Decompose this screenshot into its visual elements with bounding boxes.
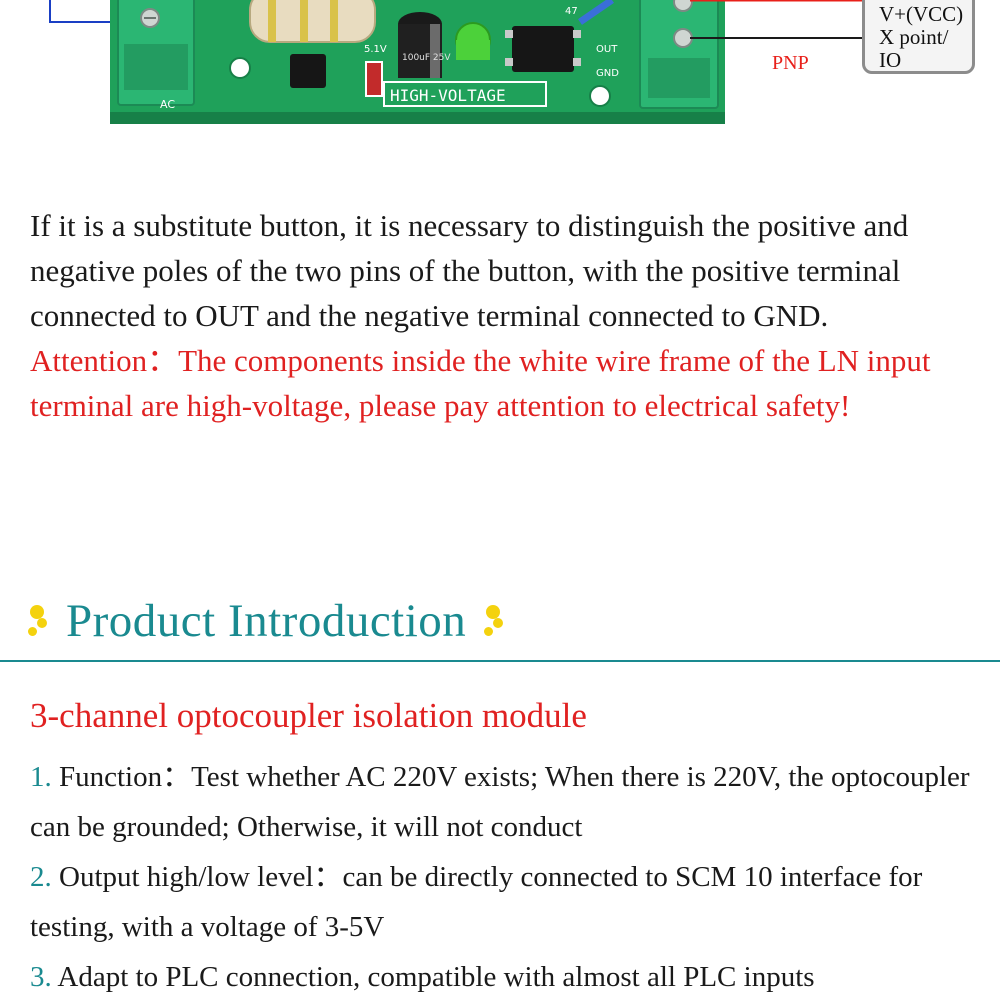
- section-title: Product Introduction: [66, 595, 467, 647]
- svg-text:OUT: OUT: [596, 44, 618, 55]
- io-callout-box: V+(VCC) X point/ IO: [862, 0, 975, 74]
- silkscreen-label: HIGH-VOLTAGE: [390, 86, 506, 105]
- item-number: 1.: [30, 761, 52, 793]
- svg-text:47: 47: [565, 6, 578, 17]
- section-divider: [0, 660, 1000, 662]
- svg-text:5.1V: 5.1V: [364, 44, 387, 55]
- feature-list: 1. Function：Test whether AC 220V exists;…: [30, 752, 995, 1000]
- callout-line: V+(VCC): [879, 2, 964, 26]
- svg-text:AC: AC: [160, 98, 175, 111]
- item-text: Output high/low level：can be directly co…: [30, 861, 923, 943]
- item-text: Adapt to PLC connection, compatible with…: [51, 961, 815, 993]
- item-text: Function：Test whether AC 220V exists; Wh…: [30, 761, 970, 843]
- callout-line: IO: [879, 48, 902, 72]
- module-title: 3-channel optocoupler isolation module: [30, 696, 587, 735]
- svg-text:100uF 25V: 100uF 25V: [402, 53, 451, 63]
- list-item: 1. Function：Test whether AC 220V exists;…: [30, 752, 995, 852]
- list-item: 2. Output high/low level：can be directly…: [30, 852, 995, 952]
- pnp-label: PNP: [772, 52, 809, 74]
- optocoupler-chip: [512, 26, 574, 72]
- power-resistor: [249, 0, 376, 43]
- description-paragraph: If it is a substitute button, it is nece…: [30, 208, 909, 333]
- section-heading: Product Introduction: [28, 590, 506, 652]
- description-block: If it is a substitute button, it is nece…: [30, 203, 980, 428]
- item-number: 2.: [30, 861, 52, 893]
- item-number: 3.: [30, 961, 52, 993]
- list-item: 3. Adapt to PLC connection, compatible w…: [30, 952, 995, 1000]
- product-photo: HIGH-VOLTAGE AC OUT GND 47 5.1V 100uF 25…: [0, 0, 1000, 175]
- svg-text:GND: GND: [596, 68, 619, 79]
- attention-note: Attention：The components inside the whit…: [30, 343, 931, 423]
- bubble-icon: [28, 603, 50, 639]
- callout-line: X point/: [879, 25, 949, 49]
- bubble-icon: [484, 603, 506, 639]
- pcb-illustration: HIGH-VOLTAGE AC OUT GND 47 5.1V 100uF 25…: [49, 0, 862, 124]
